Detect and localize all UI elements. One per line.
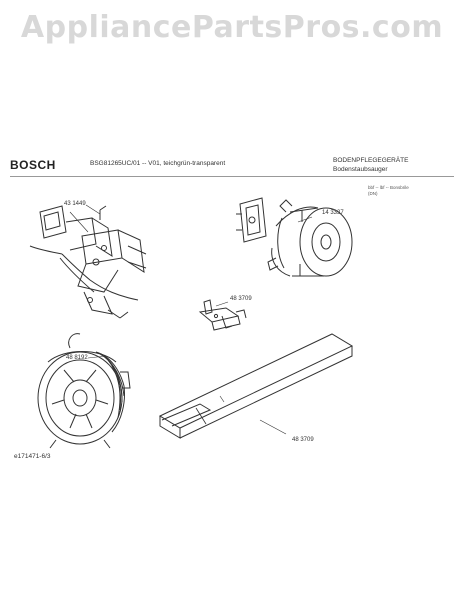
watermark-text: AppliancePartsPros.com	[20, 10, 444, 45]
part-number-label: 48 8192	[66, 355, 88, 361]
motor-drawing	[236, 197, 353, 277]
header-divider	[10, 176, 454, 177]
brand-logo: BOSCH	[10, 158, 56, 172]
header-note: bbf -- lbf -- Bonsbrile	[368, 185, 409, 190]
model-designation: BSG81265UC/01 -- V01, teichgrün-transpar…	[90, 160, 226, 167]
part-number-label: 48 3709	[292, 437, 314, 443]
flat-nozzle-drawing	[158, 333, 354, 439]
part-number-label: 48 3709	[230, 296, 252, 302]
clip-drawing	[198, 299, 247, 331]
category-title: BODENPFLEGEGERÄTE	[333, 157, 409, 164]
document-id: e171471-6/3	[14, 453, 51, 460]
switch-bracket-assembly-drawing	[29, 205, 147, 319]
cord-reel-drawing	[37, 333, 131, 449]
part-number-label: 14 3337	[322, 210, 344, 216]
category-subtitle: Bodenstaubsauger	[333, 166, 388, 173]
header-note-code: (DN)	[368, 191, 378, 196]
leader-lines	[85, 204, 313, 435]
part-number-label: 43 1449	[64, 201, 86, 207]
